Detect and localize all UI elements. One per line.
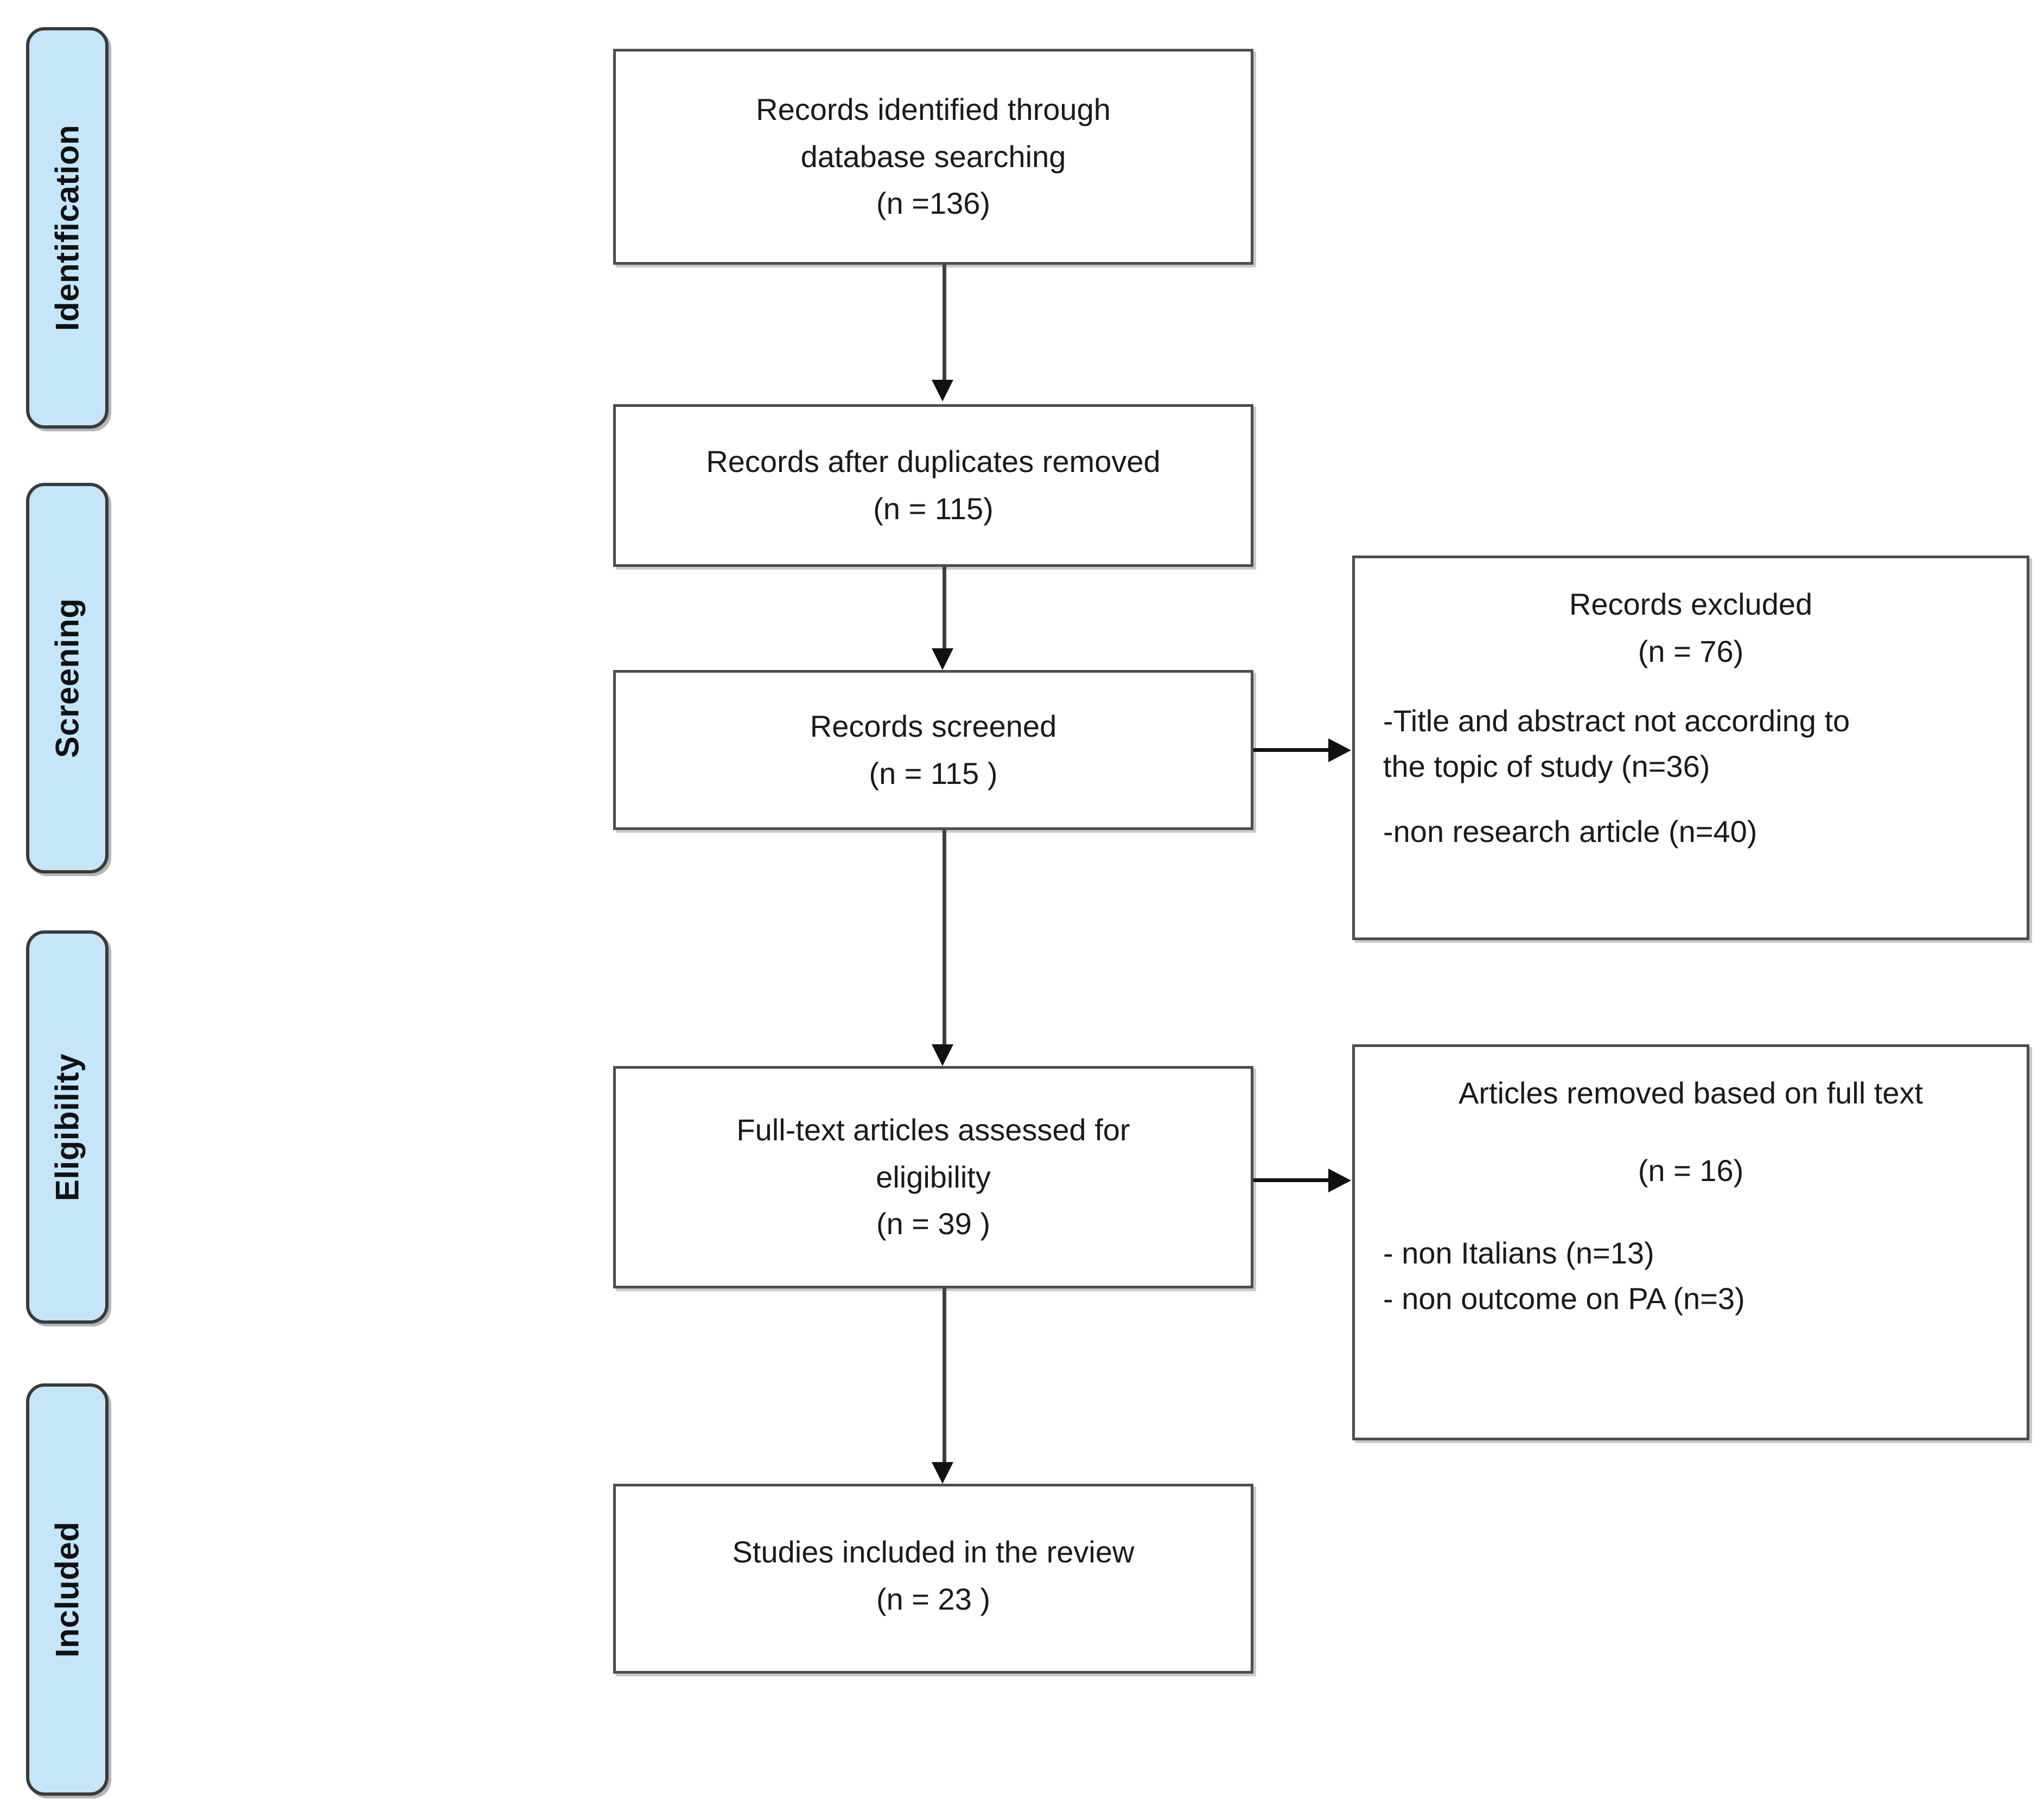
box-articles-removed-reason-2: - non outcome on PA (n=3): [1383, 1281, 1745, 1316]
box-fulltext-assessed-line-3: (n = 39 ): [876, 1207, 991, 1241]
box-records-screened-line-1: Records screened: [810, 709, 1057, 743]
stage-bar-screening: Screening: [26, 483, 109, 873]
box-duplicates-removed: Records after duplicates removed (n = 11…: [613, 404, 1253, 567]
box-duplicates-removed-line-2: (n = 115): [873, 492, 994, 526]
box-records-excluded-title: Records excluded: [1569, 587, 1813, 621]
stage-bar-eligibility: Eligibility: [26, 930, 109, 1324]
connector-screened-to-excluded: [1253, 748, 1329, 752]
connector-fulltext-to-included: [943, 1288, 946, 1462]
arrow-duplicates-to-screened: [932, 648, 953, 670]
stage-label-screening: Screening: [49, 598, 86, 758]
arrow-screened-to-fulltext: [932, 1044, 953, 1066]
box-records-screened-line-2: (n = 115 ): [869, 756, 998, 790]
connector-identified-to-duplicates: [943, 265, 946, 380]
box-studies-included-line-2: (n = 23 ): [876, 1581, 991, 1616]
box-fulltext-assessed-line-2: eligibility: [876, 1159, 991, 1194]
box-articles-removed-title: Articles removed based on full text: [1459, 1076, 1923, 1110]
box-articles-removed-reason-1: - non Italians (n=13): [1383, 1235, 1654, 1270]
arrow-fulltext-to-included: [932, 1462, 953, 1484]
stage-bar-identification: Identification: [26, 27, 109, 429]
connector-duplicates-to-screened: [943, 567, 946, 648]
connector-screened-to-fulltext: [943, 830, 946, 1044]
stage-label-included: Included: [49, 1521, 86, 1658]
box-fulltext-assessed: Full-text articles assessed for eligibil…: [613, 1066, 1253, 1288]
box-records-identified: Records identified through database sear…: [613, 49, 1253, 265]
box-records-identified-line-1: Records identified through: [756, 92, 1111, 126]
box-duplicates-removed-line-1: Records after duplicates removed: [706, 444, 1161, 479]
stage-bar-included: Included: [26, 1383, 109, 1796]
box-records-excluded: Records excluded (n = 76) -Title and abs…: [1352, 556, 2029, 940]
box-studies-included: Studies included in the review (n = 23 ): [613, 1484, 1253, 1674]
connector-fulltext-to-removed: [1253, 1178, 1329, 1182]
box-records-excluded-reason-2: the topic of study (n=36): [1383, 749, 1710, 783]
stage-label-identification: Identification: [49, 124, 86, 331]
box-fulltext-assessed-line-1: Full-text articles assessed for: [736, 1112, 1130, 1147]
box-records-identified-line-3: (n =136): [876, 186, 991, 221]
box-records-excluded-reason-1: -Title and abstract not according to: [1383, 703, 1850, 738]
box-studies-included-line-1: Studies included in the review: [732, 1535, 1135, 1569]
stage-label-eligibility: Eligibility: [49, 1053, 86, 1201]
arrow-identified-to-duplicates: [932, 380, 953, 401]
box-articles-removed-count: (n = 16): [1638, 1153, 1744, 1188]
arrow-fulltext-to-removed: [1328, 1169, 1351, 1192]
box-records-screened: Records screened (n = 115 ): [613, 670, 1253, 830]
arrow-screened-to-excluded: [1328, 738, 1351, 762]
box-articles-removed: Articles removed based on full text (n =…: [1352, 1044, 2029, 1440]
box-records-identified-line-2: database searching: [800, 139, 1066, 174]
box-records-excluded-reason-3: -non research article (n=40): [1383, 814, 1758, 848]
box-records-excluded-count: (n = 76): [1638, 634, 1744, 668]
